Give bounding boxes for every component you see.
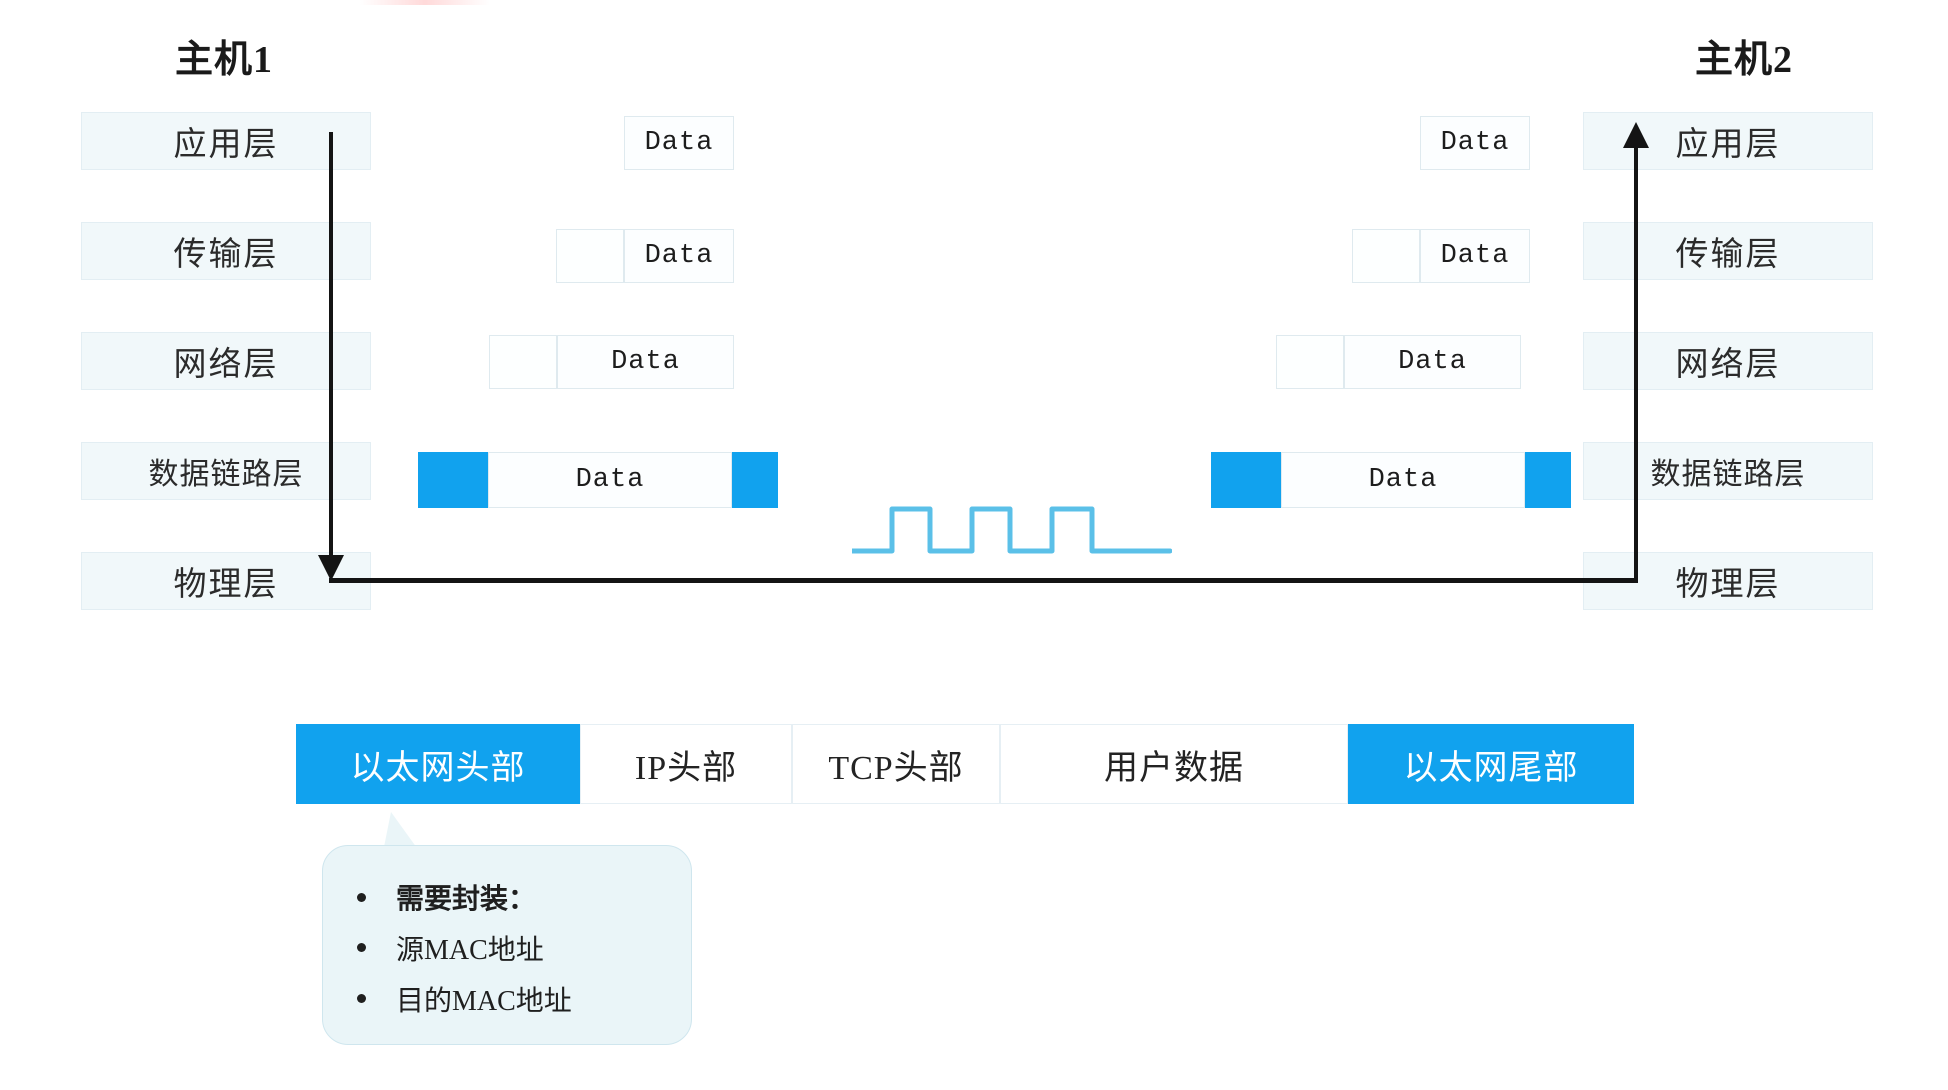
pdu-payload: Data (1420, 229, 1530, 283)
pdu-payload: Data (624, 229, 734, 283)
frame-cell-ip-header[interactable]: IP头部 (580, 724, 792, 804)
host2-pdu-datalink-frame: Data (1211, 452, 1571, 508)
host1-layer-network[interactable]: 网络层 (81, 332, 371, 390)
callout-item-label: 目的MAC地址 (396, 985, 572, 1017)
host2-pdu-network: Data (1276, 335, 1521, 389)
frame-cell-ethernet-trailer[interactable]: 以太网尾部 (1348, 724, 1634, 804)
bullet-icon (357, 943, 366, 953)
pdu-transport-header (1352, 229, 1420, 283)
host2-layer-datalink[interactable]: 数据链路层 (1583, 442, 1873, 500)
host2-pdu-application: Data (1420, 116, 1530, 170)
physical-medium-line (329, 578, 1638, 583)
pdu-network-header (489, 335, 557, 389)
pdu-payload: Data (1344, 335, 1521, 389)
host1-pdu-transport: Data (556, 229, 734, 283)
host2-layer-physical[interactable]: 物理层 (1583, 552, 1873, 610)
host1-flow-arrowhead (318, 555, 344, 581)
callout-item: 目的MAC地址 (357, 979, 671, 1019)
top-edge-artifact (360, 0, 490, 5)
pdu-payload: Data (557, 335, 734, 389)
frame-trailer-block (732, 452, 778, 508)
encapsulation-callout: 需要封装： 源MAC地址 目的MAC地址 (322, 845, 692, 1045)
pdu-transport-header (556, 229, 624, 283)
host2-layer-network[interactable]: 网络层 (1583, 332, 1873, 390)
frame-cell-user-data[interactable]: 用户数据 (1000, 724, 1348, 804)
host2-layer-application[interactable]: 应用层 (1583, 112, 1873, 170)
host2-flow-arrowhead (1623, 122, 1649, 148)
frame-header-block (1211, 452, 1281, 508)
host2-pdu-transport: Data (1352, 229, 1530, 283)
host1-flow-line-vertical (329, 132, 333, 570)
host1-title: 主机1 (175, 39, 274, 81)
host1-pdu-application: Data (624, 116, 734, 170)
frame-breakdown-table: 以太网头部 IP头部 TCP头部 用户数据 以太网尾部 (296, 724, 1634, 804)
pdu-network-header (1276, 335, 1344, 389)
bullet-icon (357, 994, 366, 1004)
host1-layer-datalink[interactable]: 数据链路层 (81, 442, 371, 500)
bullet-icon (357, 892, 366, 902)
frame-cell-tcp-header[interactable]: TCP头部 (792, 724, 1000, 804)
host2-title: 主机2 (1695, 39, 1794, 81)
callout-item: 源MAC地址 (357, 928, 671, 968)
frame-cell-ethernet-header[interactable]: 以太网头部 (296, 724, 580, 804)
frame-trailer-block (1525, 452, 1571, 508)
pdu-payload: Data (1420, 116, 1530, 170)
square-wave-signal-icon (852, 506, 1172, 554)
frame-header-block (418, 452, 488, 508)
pdu-payload: Data (624, 116, 734, 170)
host2-layer-transport[interactable]: 传输层 (1583, 222, 1873, 280)
pdu-payload: Data (488, 452, 732, 508)
callout-item-list: 需要封装： 源MAC地址 目的MAC地址 (323, 846, 691, 1044)
pdu-payload: Data (1281, 452, 1525, 508)
callout-item-label: 需要封装： (396, 884, 537, 916)
host1-layer-application[interactable]: 应用层 (81, 112, 371, 170)
host1-pdu-datalink-frame: Data (418, 452, 778, 508)
host1-layer-transport[interactable]: 传输层 (81, 222, 371, 280)
host1-pdu-network: Data (489, 335, 734, 389)
callout-item: 需要封装： (357, 877, 671, 917)
host2-flow-line-vertical (1634, 148, 1638, 582)
callout-item-label: 源MAC地址 (396, 934, 544, 966)
